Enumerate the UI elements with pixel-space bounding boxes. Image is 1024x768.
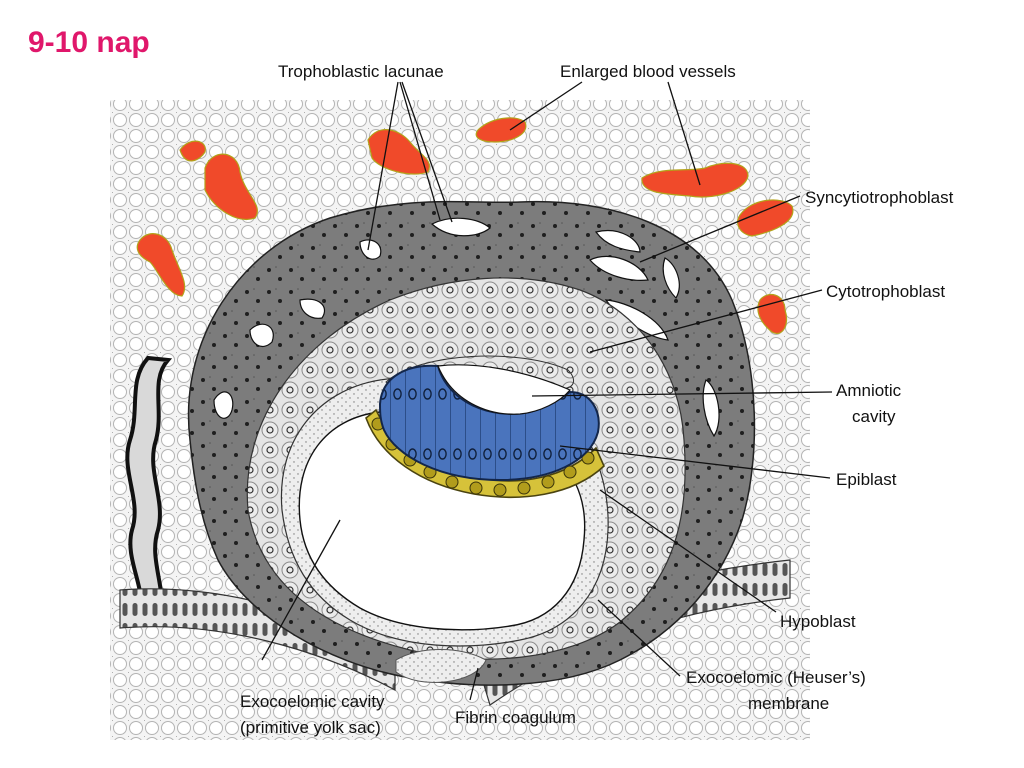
- label-leaders: [261, 81, 833, 701]
- label-fibrin-coagulum: Fibrin coagulum: [455, 708, 576, 727]
- label-cytotrophoblast: Cytotrophoblast: [826, 282, 945, 301]
- blood-vessel: [179, 140, 206, 162]
- label-epiblast: Epiblast: [836, 470, 897, 489]
- epiblast: [378, 364, 600, 482]
- blood-vessel: [136, 233, 186, 297]
- surface-epithelium: [119, 588, 396, 691]
- lacuna: [213, 391, 234, 419]
- blood-vessel: [737, 199, 794, 237]
- hypoblast-cells: [371, 417, 595, 497]
- label-enlarged-blood-vessels: Enlarged blood vessels: [560, 62, 736, 81]
- lacuna: [589, 255, 649, 281]
- lacuna: [249, 323, 274, 347]
- lacuna: [299, 298, 326, 319]
- blood-vessel: [757, 293, 788, 334]
- label-amniotic-cavity-line1: Amniotic: [836, 381, 902, 400]
- lacuna: [594, 230, 641, 253]
- label-hypoblast: Hypoblast: [780, 612, 856, 631]
- blood-vessel: [641, 162, 749, 198]
- label-exocoelomic-membrane-line1: Exocoelomic (Heuser’s): [686, 668, 866, 687]
- lacuna: [662, 257, 680, 299]
- blood-vessel: [204, 153, 258, 220]
- label-amniotic-cavity-line2: cavity: [852, 407, 896, 426]
- amniotic-cavity: [437, 364, 571, 415]
- fibrin-coagulum: [395, 649, 487, 683]
- label-trophoblastic-lacunae: Trophoblastic lacunae: [278, 62, 444, 81]
- label-syncytiotrophoblast: Syncytiotrophoblast: [805, 188, 954, 207]
- label-exocoelomic-membrane-line2: membrane: [748, 694, 829, 713]
- blood-vessels: [136, 117, 794, 334]
- slide-title: 9-10 nap: [28, 26, 150, 59]
- label-exocoelomic-cavity-line2: (primitive yolk sac): [240, 718, 381, 737]
- diagram-labels: Trophoblastic lacunae Enlarged blood ves…: [240, 62, 954, 737]
- blood-vessel: [475, 117, 527, 143]
- label-exocoelomic-cavity-line1: Exocoelomic cavity: [240, 692, 385, 711]
